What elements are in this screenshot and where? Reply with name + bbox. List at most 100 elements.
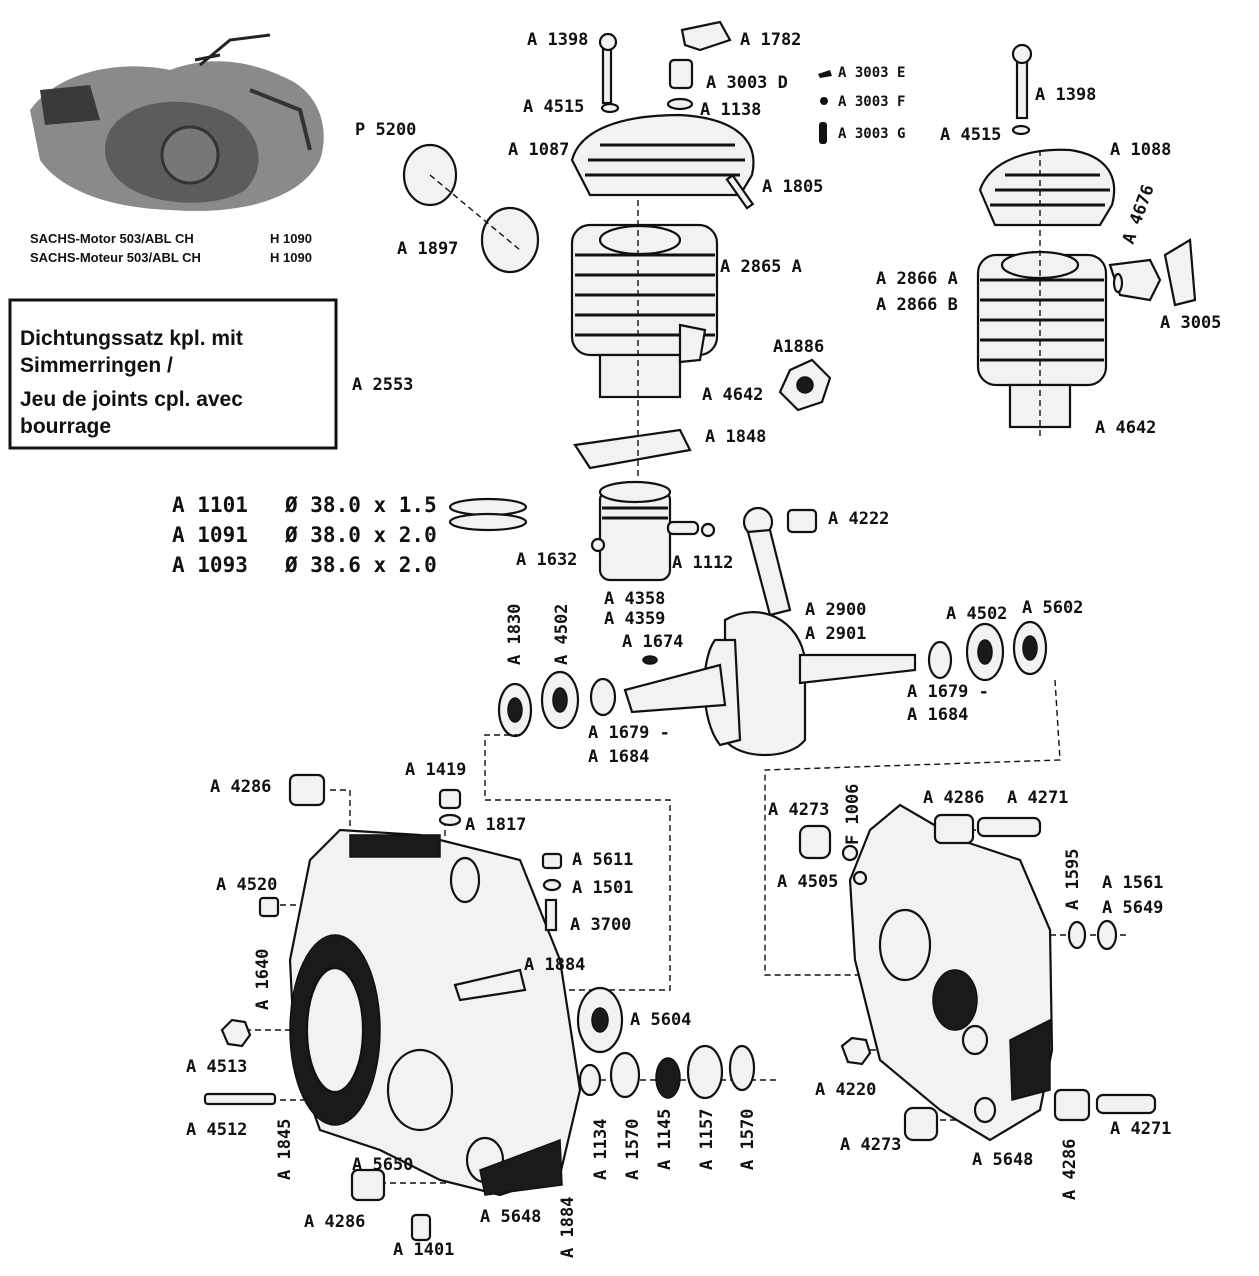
washer-1561 [1096,919,1118,951]
label-a4222: A 4222 [828,509,889,529]
cylinder-head-right [978,148,1116,227]
drain-washer [438,813,462,827]
label-a1138: A 1138 [700,100,761,120]
caption-motor: SACHS-Motor 503/ABL CH [30,231,194,246]
screw-4505 [852,870,868,886]
label-a1679-right: A 1679 - [907,682,989,702]
label-a3003g: A 3003 G [838,126,905,142]
gasket-kit-box: Dichtungssatz kpl. mit Simmerringen / Je… [8,298,338,450]
cylinder-head [570,113,755,197]
plug-g-icon [819,122,827,144]
connecting-rod [746,528,792,617]
label-a5648-left: A 5648 [480,1207,541,1227]
label-a4642-right: A 4642 [1095,418,1156,438]
bearing-1157 [686,1044,724,1100]
left-crankcase [203,773,756,1242]
kit-line-4: bourrage [20,415,111,438]
caption-motor-code: H 1090 [270,231,312,246]
photo-caption: SACHS-Motor 503/ABL CH H 1090 SACHS-Mote… [30,231,312,265]
label-a1398-right: A 1398 [1035,85,1096,105]
nut-4220 [840,1036,872,1066]
label-a1886: A1886 [773,337,824,357]
crankshaft-group [497,611,1048,757]
label-a4359: A 4359 [604,609,665,629]
label-a1570-b: A 1570 [738,1109,758,1170]
label-a4271-top: A 4271 [1007,788,1068,808]
label-a1830: A 1830 [505,604,525,665]
label-a4515-right: A 4515 [940,125,1001,145]
nut-5611 [541,852,563,870]
label-a5611: A 5611 [572,850,633,870]
label-a3003f: A 3003 F [838,94,905,110]
plug-f-icon [820,97,828,105]
label-a3005: A 3005 [1160,313,1221,333]
label-a1674: A 1674 [622,632,683,652]
bushing [258,896,280,918]
label-a4512: A 4512 [186,1120,247,1140]
label-a1897: A 1897 [397,239,458,259]
piston-ring-1 [448,497,528,517]
exhaust-port [678,323,707,364]
gear-1145 [655,1057,681,1099]
pin-4271-bottom [1095,1093,1157,1115]
washer [600,102,620,114]
bolt-4512 [203,1092,277,1106]
piston-pin [666,520,700,536]
label-a4286-br: A 4286 [1060,1139,1080,1200]
label-a1401: A 1401 [393,1240,454,1260]
label-a5648-right: A 5648 [972,1150,1033,1170]
label-a5650: A 5650 [352,1155,413,1175]
caption-moteur-code: H 1090 [270,250,312,265]
label-a1805: A 1805 [762,177,823,197]
kit-part-number: A 2553 [352,375,413,395]
left-cylinder-group [402,20,832,480]
circlip-left [590,537,606,553]
label-a4286-tl: A 4286 [210,777,271,797]
label-a4520: A 4520 [216,875,277,895]
head-bolt [601,46,613,105]
dowel-sleeve [288,773,326,807]
label-a1848: A 1848 [705,427,766,447]
label-a1632: A 1632 [516,550,577,570]
needle-bearing [786,508,818,534]
label-a1884-bottom: A 1884 [558,1197,578,1258]
piston-ring-table: A 1101 Ø 38.0 x 1.5 A 1091 Ø 38.0 x 2.0 … [172,493,528,577]
label-a4515-left: A 4515 [523,97,584,117]
label-a1112: A 1112 [672,553,733,573]
ring-size-2: Ø 38.0 x 2.0 [284,523,437,547]
engine-photo [22,30,332,220]
label-a1684-right: A 1684 [907,705,968,725]
label-a4220: A 4220 [815,1080,876,1100]
right-crankcase [798,803,1157,1142]
label-a2865a: A 2865 A [720,257,802,277]
plug-e-icon [818,70,832,78]
label-a1561: A 1561 [1102,873,1163,893]
label-a2866b: A 2866 B [876,295,958,315]
label-a1087: A 1087 [508,140,569,160]
label-a1640: A 1640 [253,949,273,1010]
label-a1817: A 1817 [465,815,526,835]
label-a4271-bottom: A 4271 [1110,1119,1171,1139]
piston [598,488,672,582]
right-cylinder-group [976,43,1197,440]
nut-4513 [220,1018,252,1048]
plug-1401 [410,1213,432,1242]
label-a3700: A 3700 [570,915,631,935]
spark-plug-variant-icons [818,70,832,144]
label-a1782: A 1782 [740,30,801,50]
label-a3003d: A 3003 D [706,73,788,93]
label-a4273-bottom: A 4273 [840,1135,901,1155]
dowel-4286-bottom [350,1168,386,1202]
drain-plug [438,788,462,810]
piston-ring-2 [448,512,528,532]
piston-conrod-group [590,480,818,617]
kit-line-1: Dichtungssatz kpl. mit [20,327,243,350]
dowel-4286-bottom-right [1053,1088,1091,1122]
bush-4273-bottom [903,1106,939,1142]
label-a1419: A 1419 [405,760,466,780]
label-a4513: A 4513 [186,1057,247,1077]
crankshaft-left-stub [623,663,727,714]
label-a1088: A 1088 [1110,140,1171,160]
caption-moteur: SACHS-Moteur 503/ABL CH [30,250,201,265]
